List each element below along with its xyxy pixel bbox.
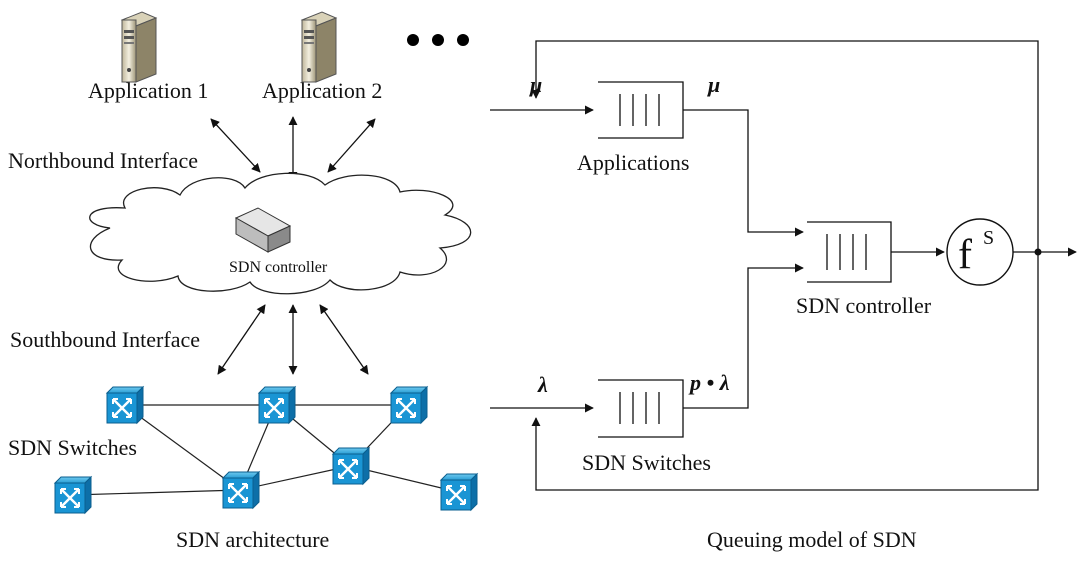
northbound-arrows (210, 116, 376, 181)
server-icon (120, 11, 158, 83)
application-1-label: Application 1 (88, 78, 208, 103)
branch-point (1034, 248, 1042, 256)
sdn-switches (53, 385, 479, 515)
lambda-in-label: λ (537, 372, 548, 397)
switches-queue-label: SDN Switches (582, 450, 711, 475)
switch-icon (105, 385, 145, 425)
queuing-model-caption: Queuing model of SDN (707, 527, 917, 552)
applications-queue-label: Applications (577, 150, 689, 175)
more-applications-ellipsis (407, 34, 469, 46)
controller-queue (807, 221, 892, 283)
service-label: f (958, 232, 972, 278)
service-superscript: S (983, 227, 994, 249)
service-node (946, 218, 1014, 286)
northbound-interface-label: Northbound Interface (8, 148, 198, 173)
sdn-controller-icon (234, 207, 292, 253)
switch-icon (331, 446, 371, 486)
switch-icon (257, 385, 297, 425)
switches-queue (598, 379, 684, 438)
switch-icon (53, 475, 93, 515)
sdn-switches-label: SDN Switches (8, 435, 137, 460)
southbound-arrows (217, 304, 369, 375)
feedback-loop (531, 40, 1039, 491)
architecture-caption: SDN architecture (176, 527, 329, 552)
controller-queue-label: SDN controller (796, 293, 932, 318)
p-lambda-label: p • λ (688, 370, 730, 395)
switch-icon (439, 472, 479, 512)
switch-icon (389, 385, 429, 425)
mu-out-label: μ (707, 72, 720, 97)
server-icon (300, 11, 338, 83)
switches-to-controller-arrow (683, 263, 804, 409)
applications-queue (598, 81, 684, 139)
sdn-controller-label: SDN controller (229, 259, 328, 276)
application-2-label: Application 2 (262, 78, 382, 103)
switch-icon (221, 470, 261, 510)
southbound-interface-label: Southbound Interface (10, 327, 200, 352)
applications-to-controller-arrow (683, 109, 804, 237)
mu-in-label: μ (529, 72, 542, 97)
